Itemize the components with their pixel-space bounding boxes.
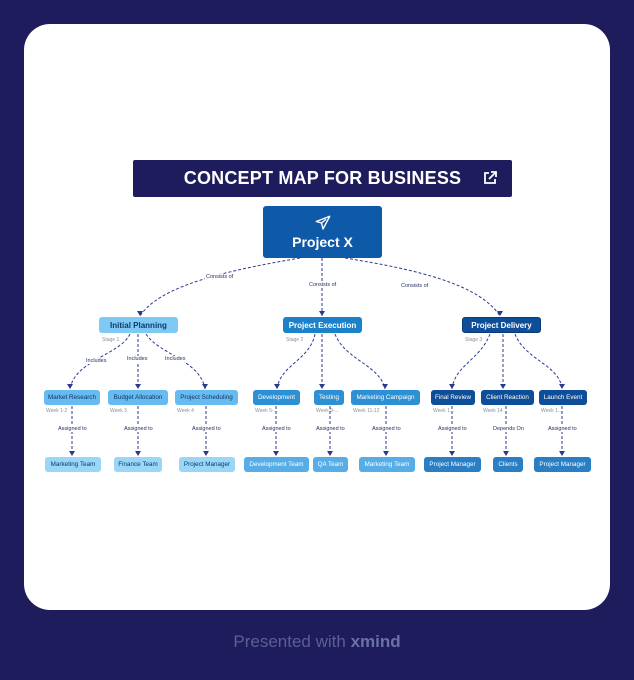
link-label: Includes [126, 356, 149, 362]
task-node[interactable]: Final Review [431, 390, 475, 405]
root-label: Project X [292, 234, 353, 250]
stage-node-project-delivery[interactable]: Project Delivery [462, 317, 541, 333]
week-tag: Week 1... [541, 408, 563, 414]
task-node[interactable]: Market Research [44, 390, 100, 405]
team-node[interactable]: Project Manager [534, 457, 591, 472]
link-label: Assigned to [191, 426, 222, 432]
link-label: Assigned to [123, 426, 154, 432]
link-label: Consists of [400, 283, 430, 289]
team-node[interactable]: Finance Team [114, 457, 162, 472]
link-label: Assigned to [437, 426, 468, 432]
week-tag: Week 4 [177, 408, 194, 414]
footer-prefix: Presented with [233, 632, 346, 651]
task-node[interactable]: Development [253, 390, 300, 405]
team-node[interactable]: Project Manager [424, 457, 481, 472]
link-label: Assigned to [547, 426, 578, 432]
team-node[interactable]: Marketing Team [45, 457, 101, 472]
team-node[interactable]: Marketing Team [359, 457, 415, 472]
task-node[interactable]: Client Reaction [481, 390, 534, 405]
stage-tag: Stage 1 [102, 337, 120, 343]
link-label: Consists of [308, 282, 338, 288]
week-tag: Week 9-... [316, 408, 339, 414]
link-label: Includes [85, 358, 108, 364]
link-label: Assigned to [57, 426, 88, 432]
team-node[interactable]: Development Team [244, 457, 309, 472]
xmind-logo[interactable]: xmind [350, 632, 401, 651]
week-tag: Week 1-2 [46, 408, 68, 414]
airplane-icon [315, 215, 330, 230]
task-node[interactable]: Testing [314, 390, 344, 405]
task-node[interactable]: Budget Allocation [108, 390, 168, 405]
banner-title: CONCEPT MAP FOR BUSINESS [183, 168, 462, 188]
link-label: Assigned to [371, 426, 402, 432]
task-node[interactable]: Launch Event [539, 390, 587, 405]
root-node[interactable]: Project X [263, 206, 382, 258]
link-label: Depends On [492, 426, 525, 432]
stage-node-project-execution[interactable]: Project Execution [283, 317, 362, 333]
link-label: Assigned to [261, 426, 292, 432]
link-label: Includes [164, 356, 187, 362]
task-node[interactable]: Marketing Campaign [351, 390, 420, 405]
footer: Presented with xmind [0, 632, 634, 652]
team-node[interactable]: Project Manager [179, 457, 235, 472]
week-tag: Week 1... [433, 408, 455, 414]
task-node[interactable]: Project Scheduling [175, 390, 238, 405]
week-tag: Week 3 [110, 408, 127, 414]
week-tag: Week 5-... [255, 408, 278, 414]
team-node[interactable]: Clients [493, 457, 523, 472]
stage-tag: Stage 3 [465, 337, 483, 343]
title-banner: CONCEPT MAP FOR BUSINESS [133, 160, 512, 197]
team-node[interactable]: QA Team [313, 457, 348, 472]
week-tag: Week 11-12 [353, 408, 380, 414]
link-label: Consists of [205, 274, 235, 280]
stage-tag: Stage 2 [286, 337, 304, 343]
link-label: Assigned to [315, 426, 346, 432]
week-tag: Week 14 [483, 408, 503, 414]
external-link-icon[interactable] [482, 170, 498, 186]
stage-node-initial-planning[interactable]: Initial Planning [99, 317, 178, 333]
